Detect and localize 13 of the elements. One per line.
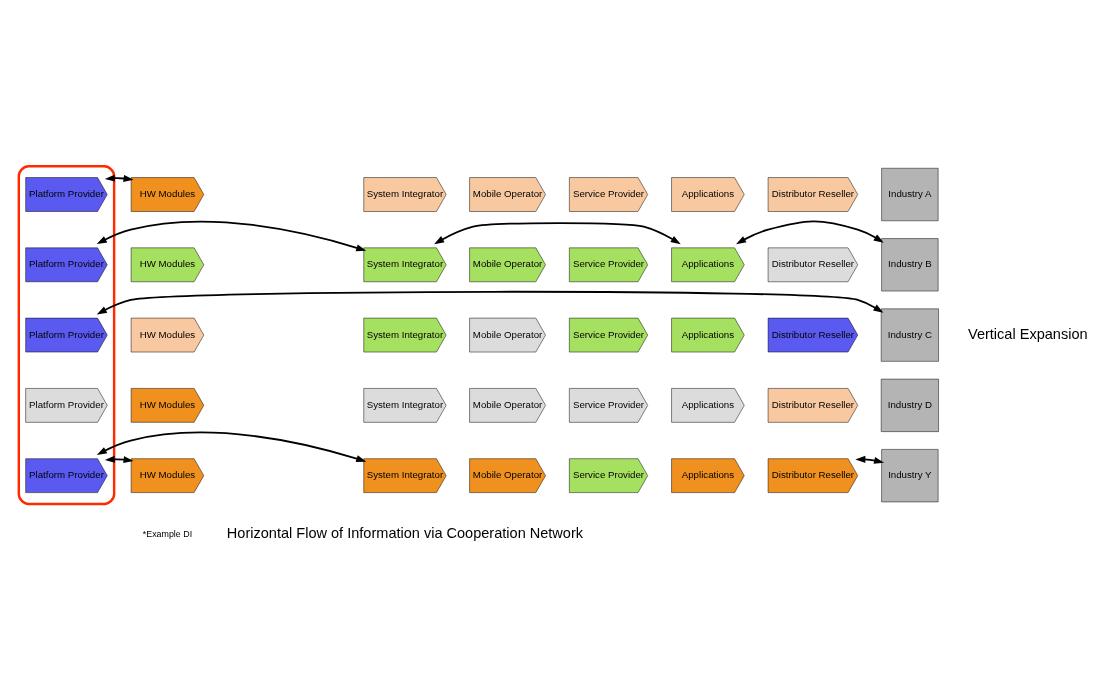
label: Horizontal Flow of Information via Cooperation Network (226, 524, 584, 541)
label: Vertical Expansion (968, 325, 1088, 342)
node-box: Industry D (880, 378, 939, 432)
node-box: Industry B (881, 238, 939, 292)
arrow (96, 220, 367, 252)
arrow (736, 220, 884, 245)
arrow (104, 174, 134, 182)
arrow (434, 222, 681, 245)
arrow (96, 290, 884, 315)
node-box: Industry C (880, 308, 939, 362)
node-box: Industry A (881, 168, 939, 221)
label: *Example DI (142, 528, 193, 539)
node-box: Industry Y (881, 449, 939, 503)
